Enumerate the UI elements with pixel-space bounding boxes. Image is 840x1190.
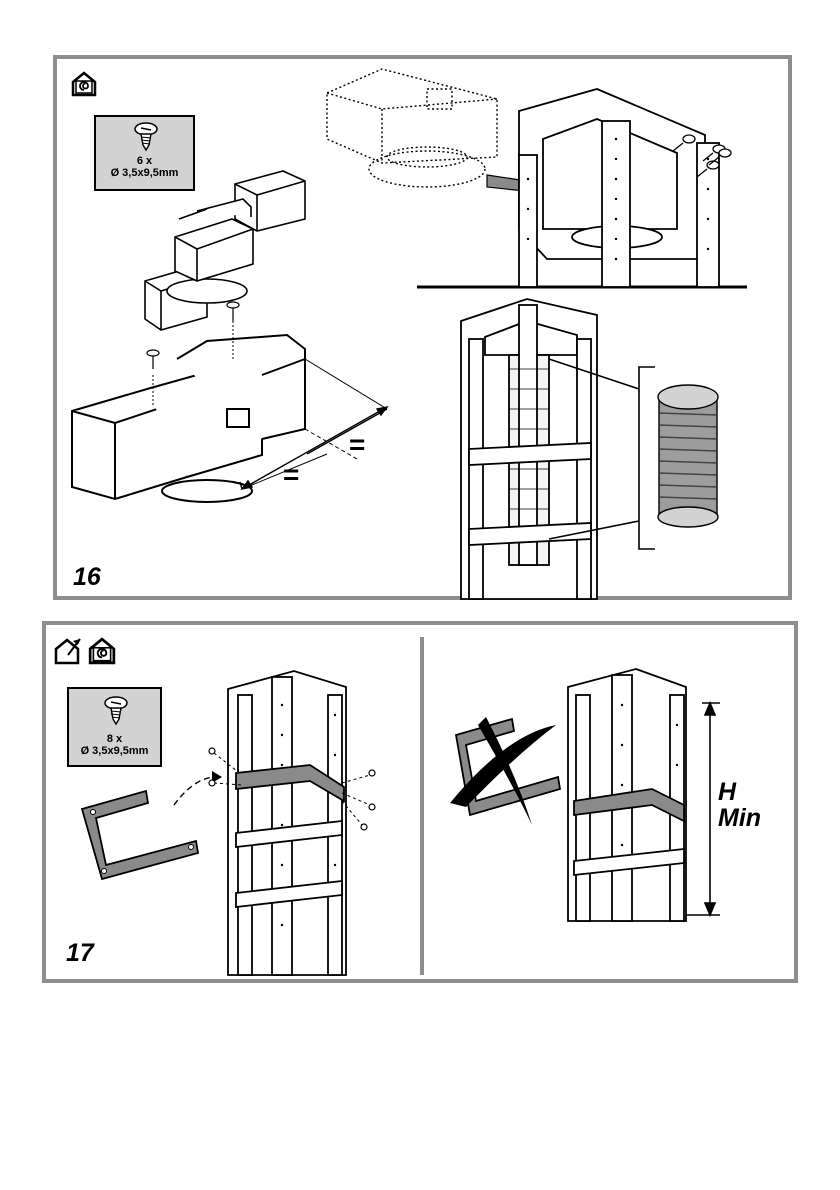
height-label-min: Min — [718, 805, 761, 831]
step-17-panel: 8 x Ø 3,5x9,5mm — [42, 621, 798, 983]
wrong-cross-icon — [450, 717, 560, 825]
height-label-h: H — [718, 779, 761, 805]
bracket-fitting-illustration — [46, 625, 802, 987]
equal-mark-upper: = — [349, 431, 365, 459]
step-number: 17 — [66, 939, 94, 968]
duct-assembly-illustration — [57, 59, 796, 604]
equal-mark-lower: = — [283, 461, 299, 489]
step-number: 16 — [73, 563, 101, 592]
step-16-panel: 6 x Ø 3,5x9,5mm — [53, 55, 792, 600]
height-label: H Min — [718, 779, 761, 831]
